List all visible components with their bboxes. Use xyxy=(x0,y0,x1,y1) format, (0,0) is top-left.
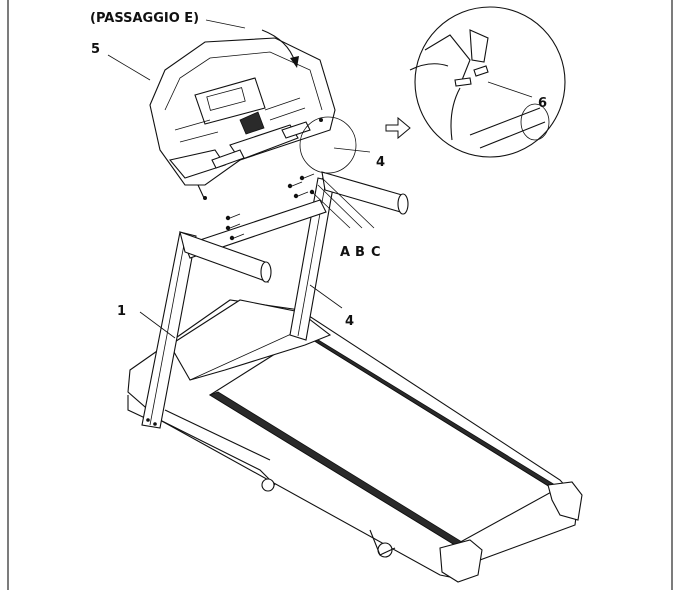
left-upright xyxy=(141,231,197,429)
bolts-left xyxy=(225,213,245,241)
callout-5: 5 xyxy=(91,42,100,57)
callout-4-top: 4 xyxy=(376,155,385,170)
detail-view xyxy=(409,6,566,158)
step-title: (PASSAGGIO E) xyxy=(90,11,199,26)
detail-arrow-icon xyxy=(385,116,411,140)
callout-4-bottom: 4 xyxy=(345,314,354,329)
treadmill-deck xyxy=(127,299,583,583)
callout-6: 6 xyxy=(538,96,547,111)
callout-1: 1 xyxy=(117,304,126,319)
left-handrail xyxy=(179,231,272,283)
bolts-right xyxy=(287,173,315,199)
callout-B: B xyxy=(355,245,365,260)
leader-lines xyxy=(107,19,533,339)
right-handrail xyxy=(321,171,409,215)
rotation-arrow-head xyxy=(290,56,299,68)
console xyxy=(149,37,336,200)
callout-A: A xyxy=(340,245,350,260)
callout-C: C xyxy=(371,245,381,260)
detail-source-circle xyxy=(299,116,357,174)
